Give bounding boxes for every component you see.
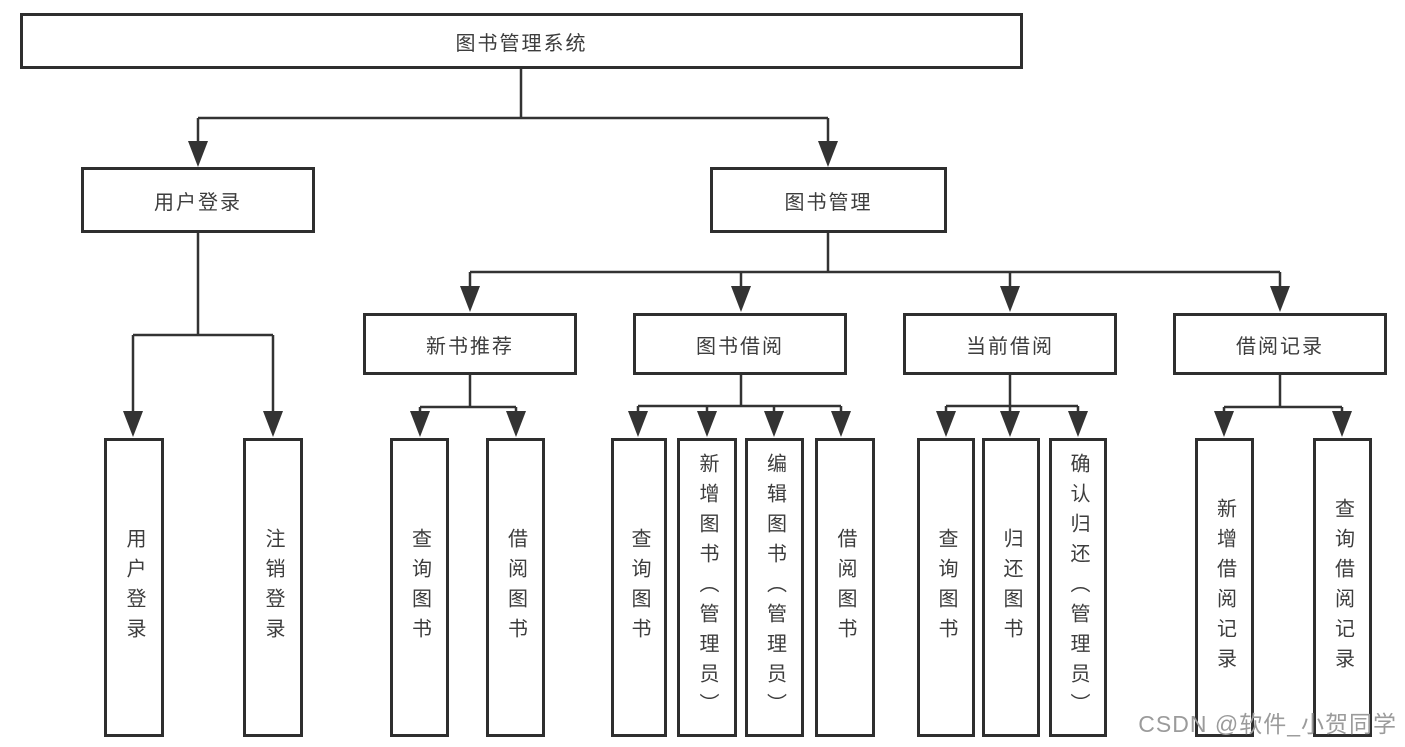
node-label: 借阅图书: [834, 527, 856, 648]
node-leaf-confirm-return-admin: 确认归还（管理员）: [1049, 438, 1107, 737]
node-library-management-system: 图书管理系统: [20, 13, 1023, 69]
connector-root-to-level2: [188, 69, 838, 167]
connector-current-borrowing-children: [936, 374, 1088, 437]
node-label: 新增图书（管理员）: [696, 452, 718, 723]
node-leaf-return-books: 归还图书: [982, 438, 1040, 737]
node-label: 借阅图书: [504, 527, 527, 648]
node-label: 用户登录: [123, 527, 145, 648]
node-user-login: 用户登录: [81, 167, 315, 233]
node-label: 编辑图书（管理员）: [763, 452, 786, 723]
node-book-borrowing: 图书借阅: [633, 313, 847, 375]
node-label: 新书推荐: [426, 335, 514, 358]
connector-borrowing-children: [628, 374, 851, 437]
node-borrowing-records: 借阅记录: [1173, 313, 1387, 375]
node-current-borrowing: 当前借阅: [903, 313, 1117, 375]
node-label: 图书借阅: [696, 335, 784, 358]
node-label: 用户登录: [154, 191, 242, 214]
node-leaf-add-book-admin: 新增图书（管理员）: [677, 438, 737, 737]
node-leaf-query-books-borrowing: 查询图书: [611, 438, 667, 737]
node-label: 归还图书: [1000, 527, 1022, 648]
node-leaf-query-borrow-record: 查询借阅记录: [1313, 438, 1372, 737]
csdn-watermark: CSDN @软件_小贺同学: [1138, 711, 1397, 737]
node-label: 当前借阅: [966, 335, 1054, 358]
node-leaf-edit-book-admin: 编辑图书（管理员）: [745, 438, 804, 737]
node-label: 查询借阅记录: [1331, 497, 1354, 678]
node-leaf-add-borrow-record: 新增借阅记录: [1195, 438, 1254, 737]
connector-user-login-children: [123, 233, 283, 437]
node-leaf-logout: 注销登录: [243, 438, 303, 737]
node-new-book-recommendation: 新书推荐: [363, 313, 577, 375]
node-leaf-query-books-current: 查询图书: [917, 438, 975, 737]
connector-records-children: [1214, 374, 1352, 437]
node-label: 确认归还（管理员）: [1067, 452, 1089, 723]
node-label: 图书管理系统: [455, 32, 588, 55]
node-leaf-user-login: 用户登录: [104, 438, 164, 737]
node-leaf-borrow-books-borrowing: 借阅图书: [815, 438, 875, 737]
node-leaf-borrow-books-recommendation: 借阅图书: [486, 438, 545, 737]
node-leaf-query-books-recommendation: 查询图书: [390, 438, 449, 737]
connector-book-management-children: [460, 233, 1290, 312]
node-book-management: 图书管理: [710, 167, 947, 233]
node-label: 查询图书: [935, 527, 957, 648]
node-label: 借阅记录: [1236, 335, 1324, 358]
node-label: 新增借阅记录: [1213, 497, 1236, 678]
node-label: 查询图书: [408, 527, 431, 648]
node-label: 图书管理: [784, 191, 873, 214]
node-label: 注销登录: [262, 527, 284, 648]
node-label: 查询图书: [628, 527, 650, 648]
connector-recommendation-children: [410, 374, 526, 437]
